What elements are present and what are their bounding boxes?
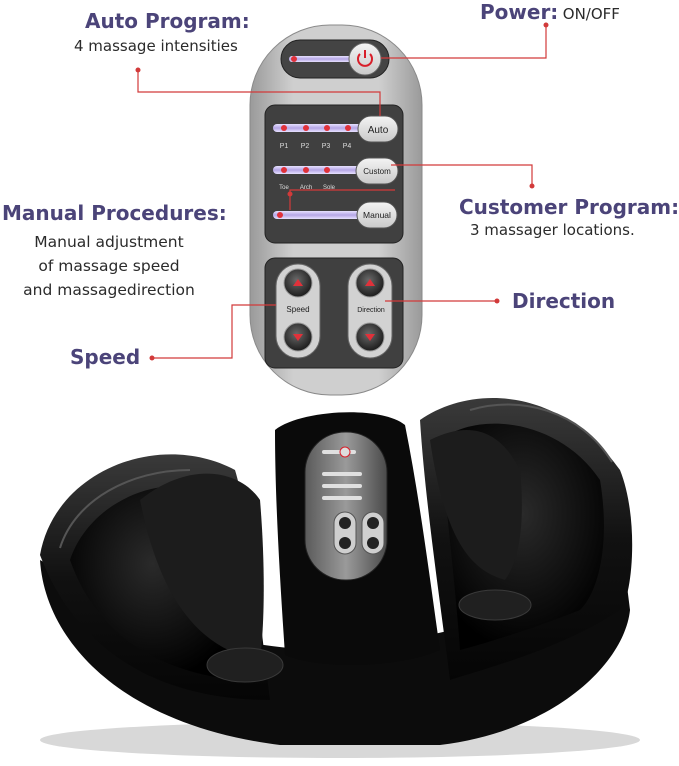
manual-line-2: of massage speed [38,257,180,275]
manual-line-1: Manual adjustment [34,233,184,251]
auto-level-p1: P1 [280,143,289,150]
auto-level-p2: P2 [301,143,310,150]
auto-indicator-lights [281,125,351,131]
up-arrow-icon [293,279,303,286]
zone-sole: Sole [323,185,336,191]
manual-procedures-title: Manual Procedures: [2,201,227,225]
manual-button: Manual [363,210,391,220]
customer-program-title: Customer Program: [459,195,679,219]
auto-program-subtitle: 4 massage intensities [74,37,238,55]
auto-program-title: Auto Program: [85,9,250,33]
power-value: ON/OFF [562,5,620,23]
direction-title: Direction [512,289,616,313]
power-title: Power: [480,0,559,24]
auto-button: Auto [368,125,389,136]
speed-label: Speed [286,305,309,314]
power-label: Power: ON/OFF [480,0,620,24]
zone-toe: Toe [279,185,289,191]
speed-title: Speed [70,345,141,369]
manual-procedures-description: Manual adjustment of massage speed and m… [0,230,218,302]
manual-line-3: and massagedirection [23,281,195,299]
auto-level-p3: P3 [322,143,331,150]
leader-lines [137,25,547,359]
custom-button: Custom [363,167,391,176]
power-icon [357,50,373,67]
foot-massager-photo [40,397,640,758]
customer-program-subtitle: 3 massager locations. [470,221,635,239]
auto-level-p4: P4 [343,143,352,150]
direction-label: Direction [357,307,385,314]
zone-arch: Arch [300,185,312,191]
down-arrow-icon [293,334,303,341]
